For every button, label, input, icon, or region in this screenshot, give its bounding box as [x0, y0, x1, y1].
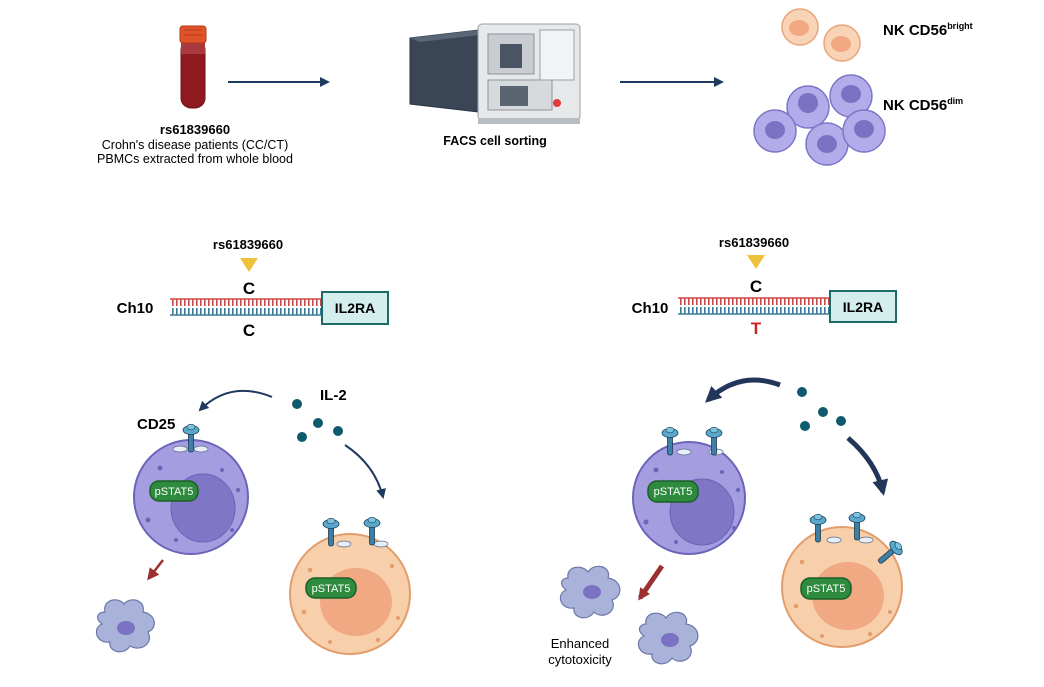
left-dna-strand	[170, 298, 322, 316]
nk-bright-cell-icon	[781, 8, 861, 62]
left-dim-pstat5-label: pSTAT5	[155, 486, 194, 498]
left-bright-pstat5-badge	[305, 577, 357, 599]
right-snp-label: rs61839660	[719, 235, 789, 250]
right-dim-pstat5-label: pSTAT5	[654, 486, 693, 498]
nk-bright-label: NK CD56bright	[883, 21, 973, 39]
left-gene-label: IL2RA	[335, 300, 375, 316]
right-bright-pstat5-badge	[800, 577, 852, 600]
right-bright-pstat5-label: pSTAT5	[807, 583, 846, 595]
nk-dim-cell-icon	[753, 74, 886, 166]
outcome-label-line2: cytotoxicity	[548, 652, 612, 667]
left-snp-marker	[240, 258, 258, 272]
workflow-pbmc-label: PBMCs extracted from whole blood	[97, 152, 293, 166]
right-gene-box	[829, 290, 897, 323]
blood-tube-icon	[179, 25, 207, 109]
left-gene-box	[321, 291, 389, 325]
left-il2-to-dim-arrow	[198, 389, 273, 412]
cd25-label: CD25	[137, 416, 175, 433]
left-top-allele: C	[243, 279, 255, 298]
right-il2-to-bright-arrow	[846, 436, 889, 496]
right-snp-marker	[747, 255, 765, 269]
left-il2-to-bright-arrow	[344, 444, 386, 499]
outcome-label-line1: Enhanced	[551, 636, 610, 651]
left-dim-pstat5-badge	[149, 480, 199, 502]
facs-machine-icon	[409, 23, 581, 124]
right-dna-strand	[678, 297, 830, 315]
right-il2-to-dim-arrow	[705, 377, 781, 403]
left-snp-label: rs61839660	[213, 237, 283, 252]
left-death-arrow	[147, 559, 164, 581]
right-bottom-allele: T	[751, 319, 762, 338]
right-apoptotic-cell-icon-lower	[637, 611, 699, 665]
right-apoptotic-cell-icon-upper	[559, 565, 621, 619]
il2-label: IL-2	[320, 387, 347, 404]
left-apoptotic-cell-icon	[95, 599, 155, 653]
right-top-allele: C	[750, 277, 762, 296]
workflow-snp-label: rs61839660	[160, 122, 230, 137]
nk-dim-label: NK CD56dim	[883, 96, 963, 114]
left-bright-pstat5-label: pSTAT5	[312, 583, 351, 595]
right-chromosome-label: Ch10	[632, 300, 669, 317]
right-il2-molecules	[797, 387, 846, 431]
right-death-arrow	[637, 564, 665, 601]
left-chromosome-label: Ch10	[117, 300, 154, 317]
right-gene-label: IL2RA	[843, 299, 883, 315]
workflow-patients-label: Crohn's disease patients (CC/CT)	[102, 138, 288, 152]
left-bottom-allele: C	[243, 321, 255, 340]
left-il2-molecules	[292, 399, 343, 442]
right-dim-pstat5-badge	[647, 480, 699, 503]
facs-label: FACS cell sorting	[443, 134, 547, 148]
